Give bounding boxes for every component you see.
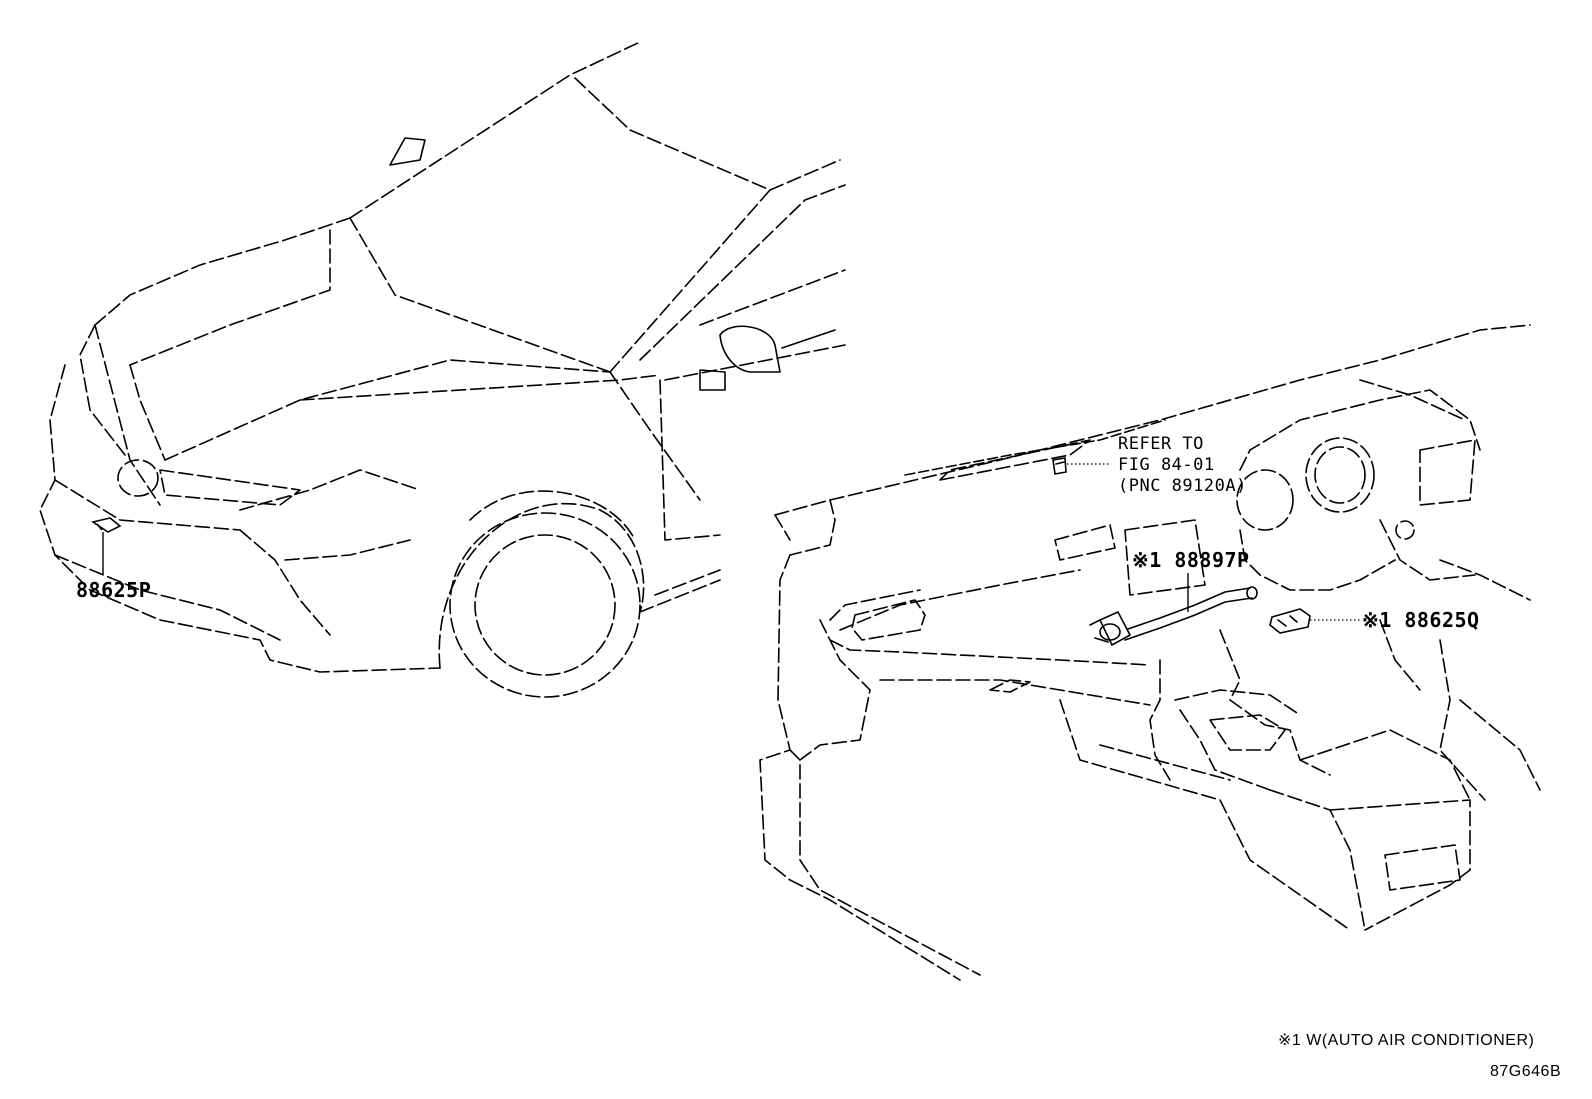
dashboard-illustration	[759, 324, 1541, 981]
refer-line-3: (PNC 89120A)	[1118, 476, 1247, 496]
callout-front-sensor: 88625P	[76, 578, 152, 602]
car-front-illustration	[39, 41, 846, 698]
reference-clip-part	[1052, 457, 1067, 475]
refer-line-2: FIG 84-01	[1118, 455, 1215, 475]
refer-note: REFER TO FIG 84-01 (PNC 89120A)	[1118, 434, 1247, 497]
figure-id: 87G646B	[1490, 1063, 1562, 1080]
callout-cabin-sensor: ※1 88625Q	[1362, 608, 1480, 632]
refer-line-1: REFER TO	[1118, 434, 1204, 454]
aspirator-duct-part	[1089, 586, 1258, 647]
callout-duct: ※1 88897P	[1132, 548, 1250, 572]
footnote: ※1 W(AUTO AIR CONDITIONER)	[1278, 1032, 1535, 1049]
cabin-temperature-sensor-part	[1269, 608, 1311, 634]
front-temperature-sensor-part	[91, 517, 122, 533]
